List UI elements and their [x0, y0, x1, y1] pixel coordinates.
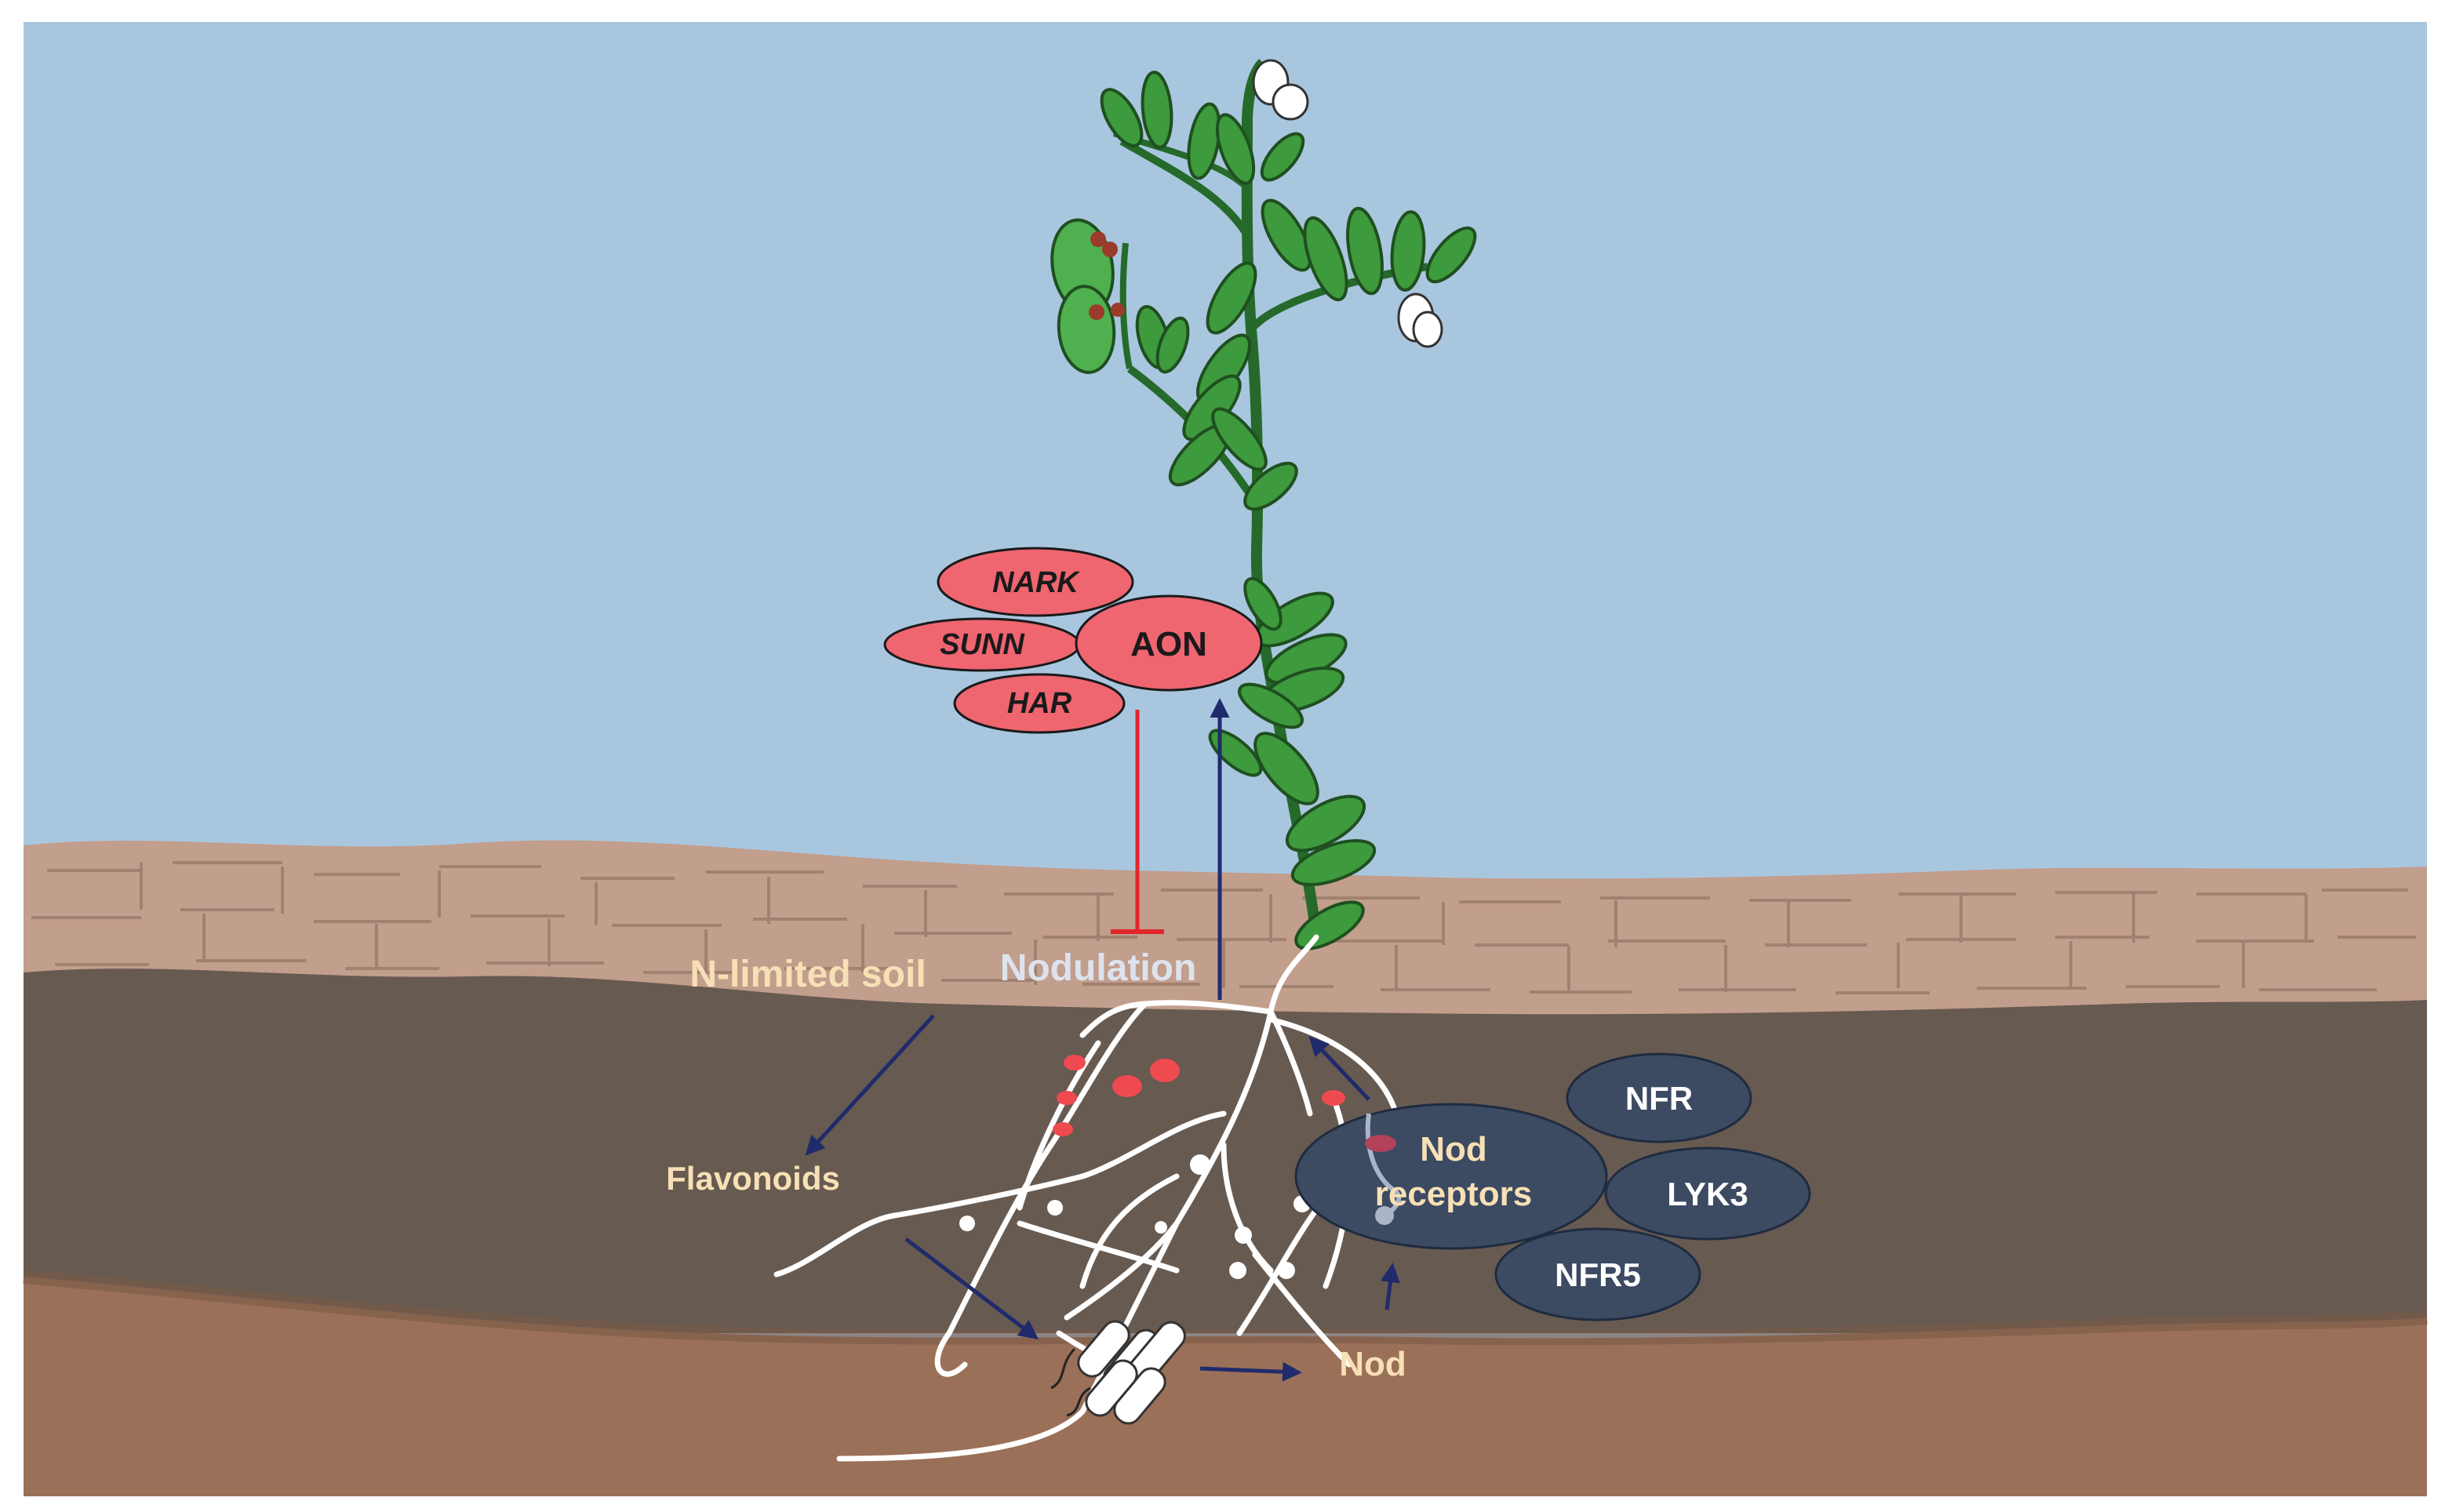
root-white-dots: [959, 1154, 1311, 1279]
flowers: [1252, 59, 1443, 348]
nfr-label: NFR: [1625, 1080, 1693, 1117]
nark-ellipse: [937, 547, 1134, 617]
nod-receptors-label-line1: Nod: [1420, 1130, 1487, 1169]
har-label: HAR: [1007, 687, 1072, 720]
nodulation-label: Nodulation: [1000, 947, 1197, 989]
plant-shoot: [1050, 59, 1477, 950]
nod-receptor-cluster: [1294, 1052, 1811, 1321]
rhizobia-bacteria: [1050, 1320, 1186, 1425]
sunn-label: SUNN: [940, 628, 1025, 661]
pathway-arrows: [805, 698, 1400, 1382]
har-ellipse: [953, 673, 1126, 734]
rhizobia-to-nod-arrow: [1199, 1361, 1302, 1382]
nod-to-receptor-arrow: [1381, 1263, 1400, 1310]
n-limited-soil-label: N-limited soil: [689, 954, 926, 995]
nod-receptors-label-line2: receptors: [1375, 1175, 1533, 1213]
flavonoids-label: Flavonoids: [666, 1160, 840, 1197]
diagram-labels: NARK SUNN HAR AON Nodulation N-limited s…: [666, 566, 1748, 1383]
nfr-ellipse: [1566, 1052, 1752, 1143]
nark-label: NARK: [992, 566, 1080, 599]
aon-complex: [883, 547, 1263, 734]
seed-pods: [1050, 218, 1125, 374]
aon-label: AON: [1130, 625, 1207, 663]
nod-factor-label: Nod: [1339, 1345, 1406, 1383]
red-nodules: [1053, 1055, 1345, 1136]
nfr5-label: NFR5: [1555, 1256, 1641, 1293]
lyk3-label: LYK3: [1667, 1176, 1748, 1212]
flavonoids-to-rhizobia-arrow: [904, 1238, 1039, 1340]
receptor-to-root-arrow: [1308, 1036, 1370, 1101]
aon-ellipse: [1075, 594, 1263, 692]
nfr5-ellipse: [1494, 1227, 1701, 1321]
lyk3-ellipse: [1604, 1147, 1811, 1241]
soil-to-flavonoids-arrow: [805, 1014, 935, 1156]
